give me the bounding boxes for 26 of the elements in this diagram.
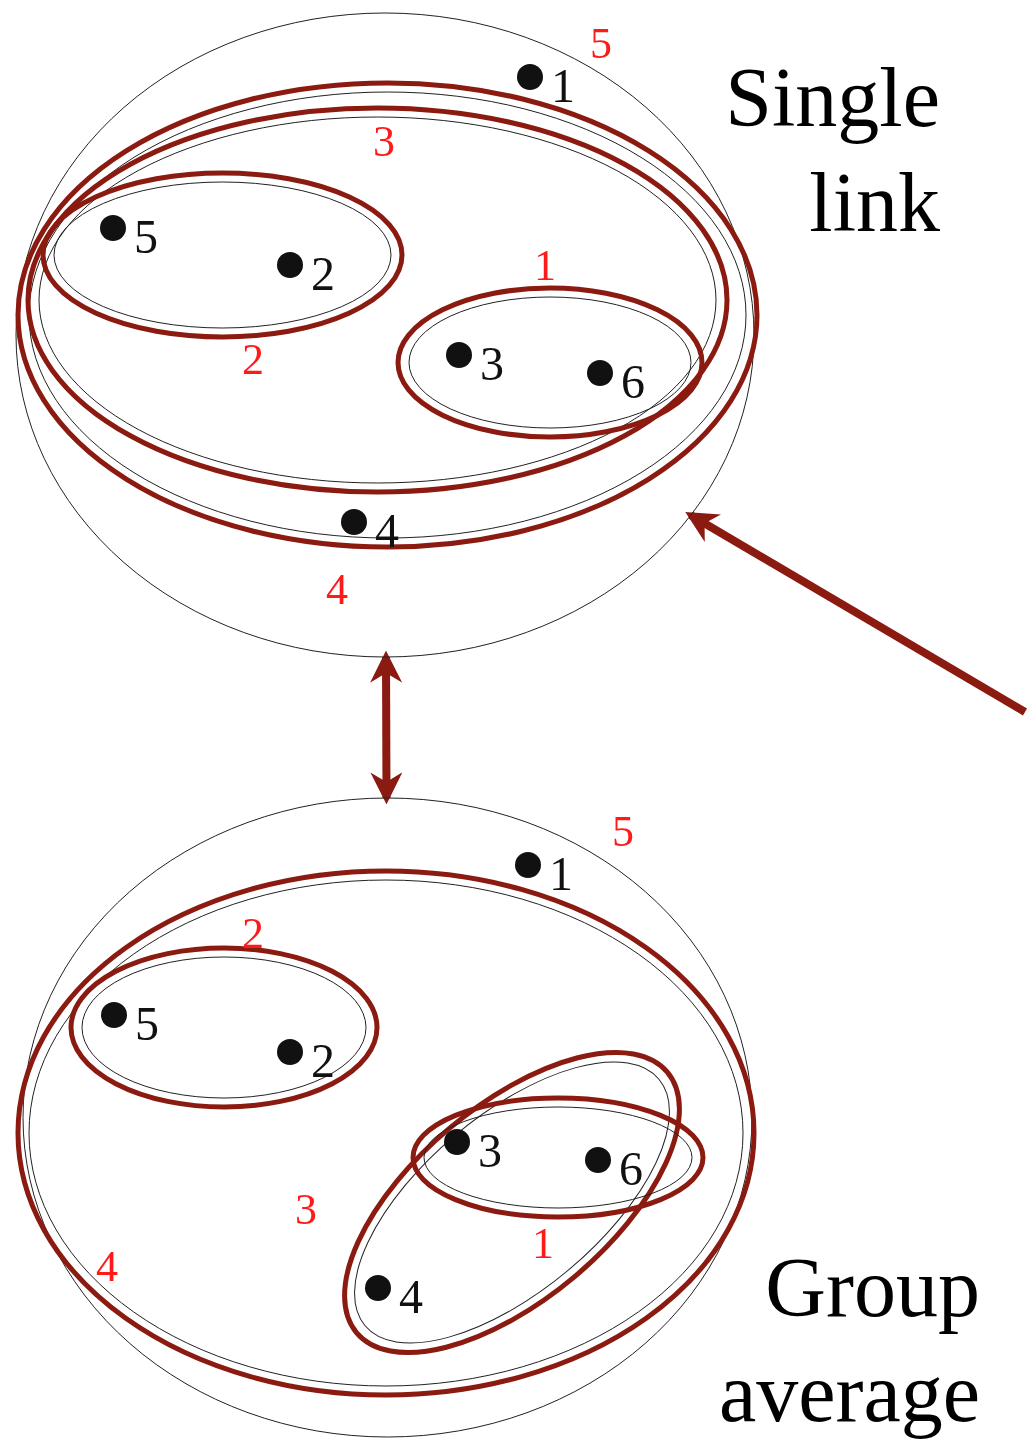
point-number: 1	[551, 62, 575, 110]
point-number: 6	[619, 1145, 643, 1193]
arrow	[370, 650, 403, 805]
point-number: 1	[549, 850, 573, 898]
point-number: 4	[399, 1273, 423, 1321]
merge-order-number: 4	[96, 1245, 118, 1289]
method-name-label: Single link	[724, 50, 940, 251]
merge-order-number: 1	[534, 244, 556, 288]
merge-order-number: 4	[326, 568, 348, 612]
point-number: 2	[311, 250, 335, 298]
point-number: 6	[621, 358, 645, 406]
merge-order-number: 2	[242, 912, 264, 956]
point-number: 3	[478, 1127, 502, 1175]
merge-order-number: 2	[242, 338, 264, 382]
merge-order-number: 5	[590, 22, 612, 66]
arrow	[685, 511, 1028, 716]
point-number: 5	[134, 213, 158, 261]
point-number: 4	[375, 507, 399, 555]
merge-order-number: 3	[373, 120, 395, 164]
point-number: 5	[135, 1000, 159, 1048]
point-number: 2	[311, 1037, 335, 1085]
point-number: 3	[480, 340, 504, 388]
merge-order-number: 3	[295, 1188, 317, 1232]
merge-order-number: 5	[612, 810, 634, 854]
method-name-label: Group average	[717, 1240, 980, 1441]
merge-order-number: 1	[532, 1222, 554, 1266]
